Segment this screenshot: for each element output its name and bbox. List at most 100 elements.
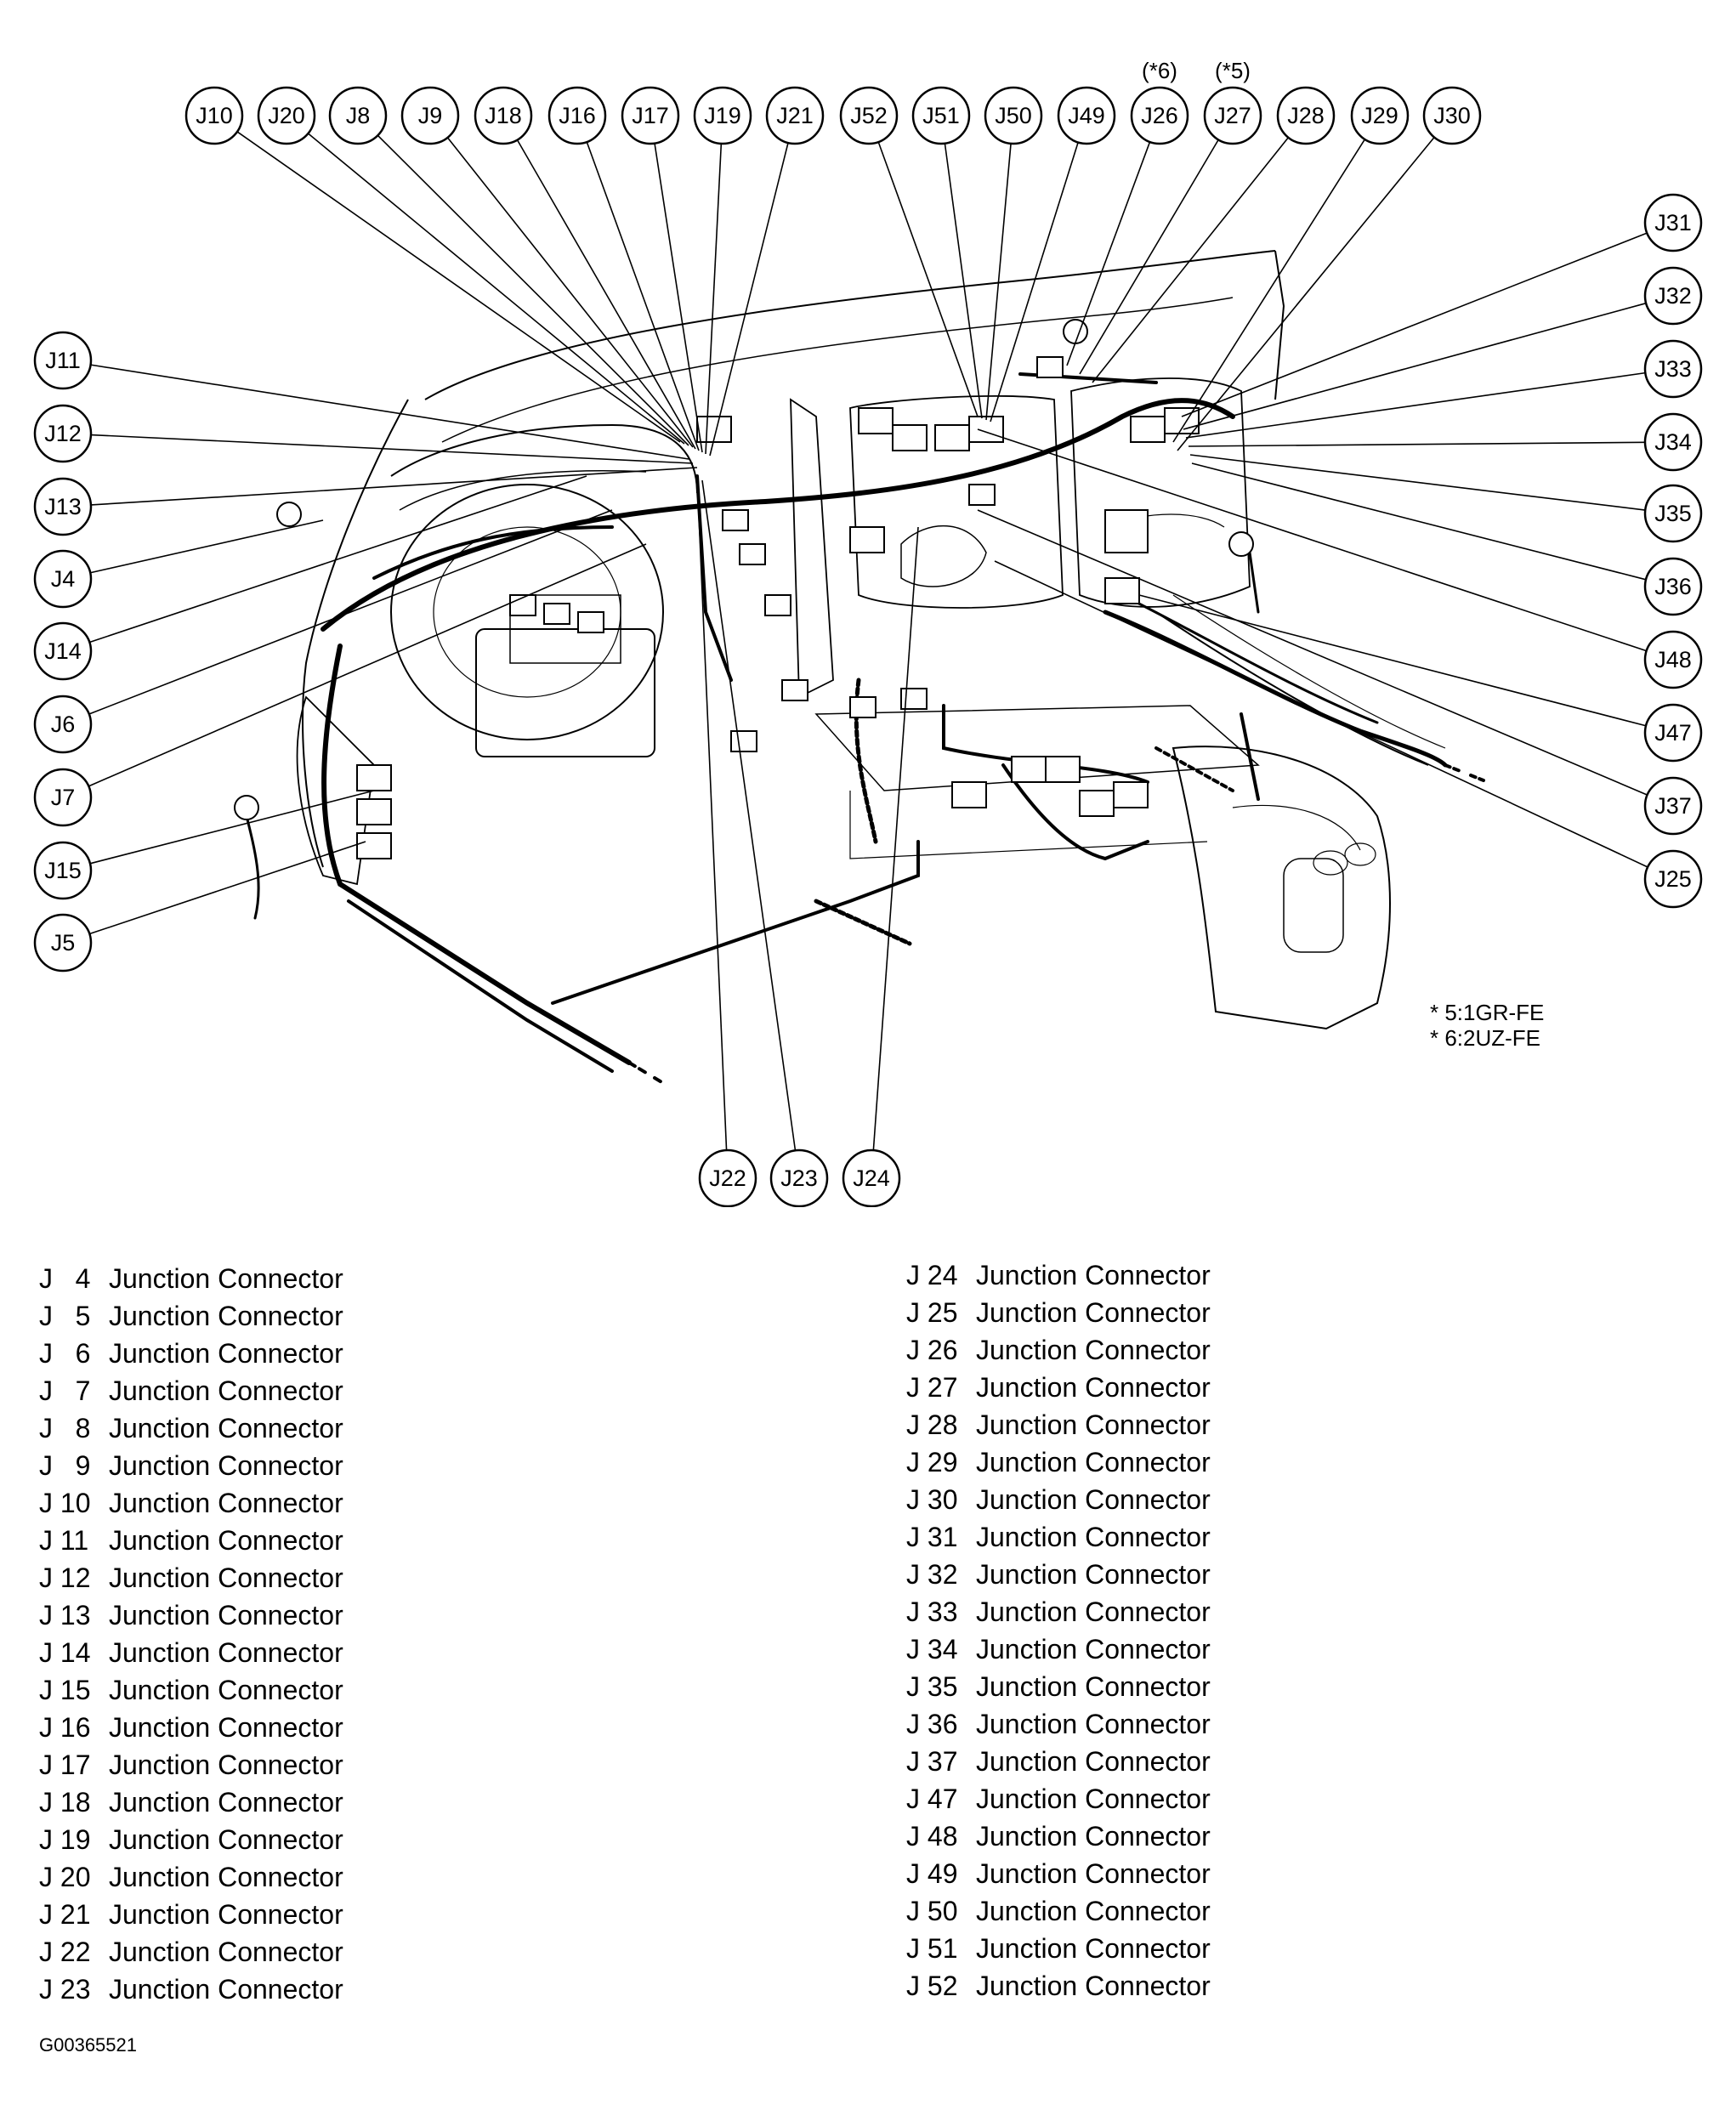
callout-label: J52 [850,103,888,128]
leader-line-j19 [705,143,723,455]
leader-line-j49 [990,142,1079,423]
legend-description: Junction Connector [109,1974,343,2005]
leader-line-j5 [89,841,366,935]
callout-circle [765,86,825,145]
legend-code: J 51 [906,1933,958,1964]
legend-description: Junction Connector [109,1562,343,1593]
legend-description: Junction Connector [109,1899,343,1930]
legend-code: J 35 [906,1671,958,1702]
leader-line-j17 [654,143,703,453]
legend-code: J 7 [39,1375,91,1406]
callout-circle [1057,86,1116,145]
callout-j33: J33 [1643,339,1703,399]
callout-circle [1643,630,1703,689]
legend-code: J 24 [906,1260,958,1290]
callout-label: J49 [1068,103,1105,128]
legend-code: J 33 [906,1596,958,1627]
legend-code: J 28 [906,1409,958,1440]
callout-circle [1643,266,1703,326]
legend-code: J 11 [39,1525,89,1556]
callout-j26: J26(*6) [1130,58,1189,145]
callout-label: J12 [44,421,82,446]
legend-code: J 31 [906,1522,958,1552]
legend-description: Junction Connector [109,1824,343,1855]
legend-description: Junction Connector [109,1862,343,1892]
callout-label: J25 [1654,866,1692,892]
callout-j37: J37 [1643,776,1703,836]
callout-label: J5 [51,930,76,956]
callout-circle [1422,86,1482,145]
callout-label: J11 [45,348,81,373]
legend-code: J 37 [906,1746,958,1777]
legend-code: J 16 [39,1712,91,1743]
callout-label: J18 [485,103,522,128]
legend-description: Junction Connector [976,1559,1211,1590]
legend-description: Junction Connector [109,1375,343,1406]
legend-code: J 50 [906,1896,958,1926]
legend-row: J 32 Junction Connector [906,1556,1211,1593]
legend-code: J 32 [906,1559,958,1590]
legend-description: Junction Connector [109,1787,343,1818]
callout-label: J35 [1654,501,1692,526]
legend-row: J 20 Junction Connector [39,1858,343,1896]
callout-circle [1643,776,1703,836]
callout-j49: J49 [1057,86,1116,145]
callout-label: J37 [1654,793,1692,819]
legend-description: Junction Connector [976,1784,1211,1814]
leader-line-j35 [1189,454,1646,511]
legend-description: Junction Connector [109,1600,343,1630]
figure-code: G00365521 [39,2034,137,2056]
leader-line-j20 [307,133,685,445]
legend-code: J 4 [39,1263,91,1294]
callout-j22: J22 [698,1148,757,1207]
legend-code: J 13 [39,1600,91,1630]
leader-line-j37 [977,509,1648,796]
callout-label: J8 [346,103,371,128]
callout-j30: J30 [1422,86,1482,145]
legend-row: J 22 Junction Connector [39,1933,343,1971]
legend-code: J 15 [39,1675,91,1705]
legend-description: Junction Connector [976,1484,1211,1515]
leader-line-j47 [1138,594,1647,727]
callout-circle [33,331,93,390]
legend-code: J 20 [39,1862,91,1892]
callout-label: J7 [51,785,76,810]
legend-row: J 50 Junction Connector [906,1892,1211,1930]
callout-circle [474,86,533,145]
legend-code: J 29 [906,1447,958,1477]
leader-line-j18 [516,139,696,450]
legend-code: J 49 [906,1858,958,1889]
legend-description: Junction Connector [976,1447,1211,1477]
leader-line-j16 [586,141,700,451]
callout-j23: J23 [769,1148,829,1207]
leader-line-j22 [696,475,728,1151]
callout-label: J13 [44,494,82,519]
leader-line-j25 [994,560,1648,868]
leader-line-j24 [872,526,919,1151]
callout-j34: J34 [1643,412,1703,472]
legend-code: J 27 [906,1372,958,1403]
legend-description: Junction Connector [109,1937,343,1967]
leader-line-j13 [90,467,698,506]
callout-circle [1350,86,1410,145]
engine-note-2: * 6:2UZ-FE [1430,1025,1540,1051]
legend-code: J 22 [39,1937,91,1967]
legend-description: Junction Connector [976,1821,1211,1852]
callout-circle [33,695,93,754]
legend-description: Junction Connector [976,1896,1211,1926]
leader-line-j29 [1172,139,1366,443]
legend-description: Junction Connector [976,1409,1211,1440]
callout-j29: J29 [1350,86,1410,145]
callout-j7: J7 [33,768,93,827]
